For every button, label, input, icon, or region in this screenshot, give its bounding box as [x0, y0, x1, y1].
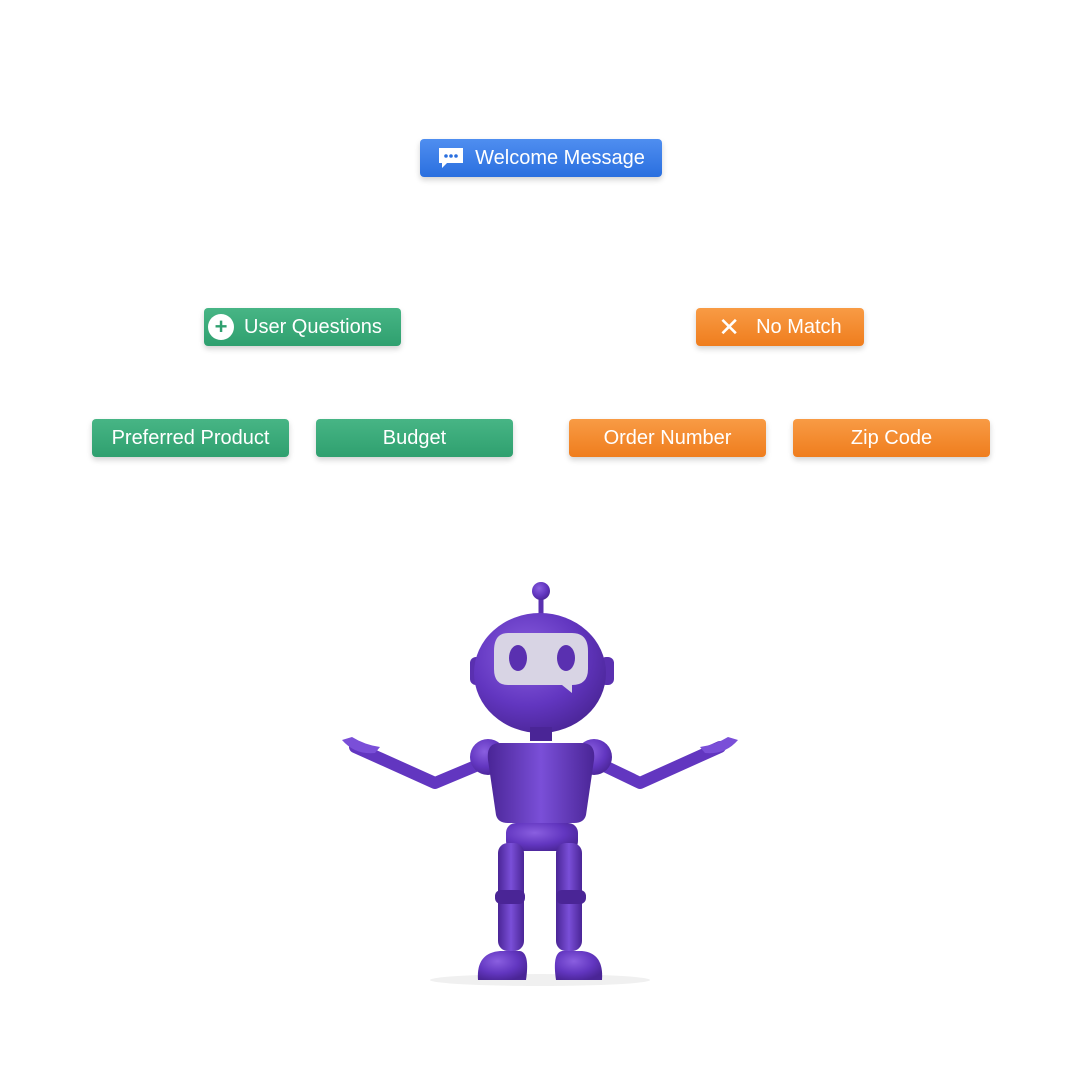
welcome-message-node[interactable]: Welcome Message	[420, 139, 662, 177]
budget-label: Budget	[382, 426, 447, 449]
robot-antenna-tip	[532, 582, 550, 600]
robot-knee-right	[556, 890, 586, 904]
robot-neck	[530, 727, 552, 741]
robot-waist	[506, 823, 578, 851]
plus-circle-icon: +	[208, 314, 234, 340]
no-match-label: No Match	[756, 315, 842, 338]
welcome-message-label: Welcome Message	[475, 146, 645, 169]
chat-bubble-icon	[437, 146, 465, 170]
robot-eye-left	[509, 645, 527, 671]
preferred-product-label: Preferred Product	[111, 426, 270, 449]
robot-knee-left	[495, 890, 525, 904]
robot-arm-left	[349, 741, 496, 789]
robot-eye-right	[557, 645, 575, 671]
zip-code-node[interactable]: Zip Code	[793, 419, 990, 457]
no-match-node[interactable]: ✕ No Match	[696, 308, 864, 346]
robot-hand-left	[342, 737, 380, 754]
budget-node[interactable]: Budget	[316, 419, 513, 457]
user-questions-label: User Questions	[244, 315, 382, 338]
robot-torso	[487, 743, 595, 823]
user-questions-node[interactable]: + User Questions	[204, 308, 401, 346]
preferred-product-node[interactable]: Preferred Product	[92, 419, 289, 457]
robot-hand-right	[700, 737, 738, 754]
robot-mascot	[342, 582, 738, 986]
order-number-label: Order Number	[603, 426, 732, 449]
close-icon: ✕	[718, 311, 741, 342]
robot-foot-right	[554, 951, 603, 980]
robot-foot-left	[477, 951, 528, 980]
zip-code-label: Zip Code	[850, 426, 933, 449]
order-number-node[interactable]: Order Number	[569, 419, 766, 457]
robot-shadow	[430, 974, 650, 986]
